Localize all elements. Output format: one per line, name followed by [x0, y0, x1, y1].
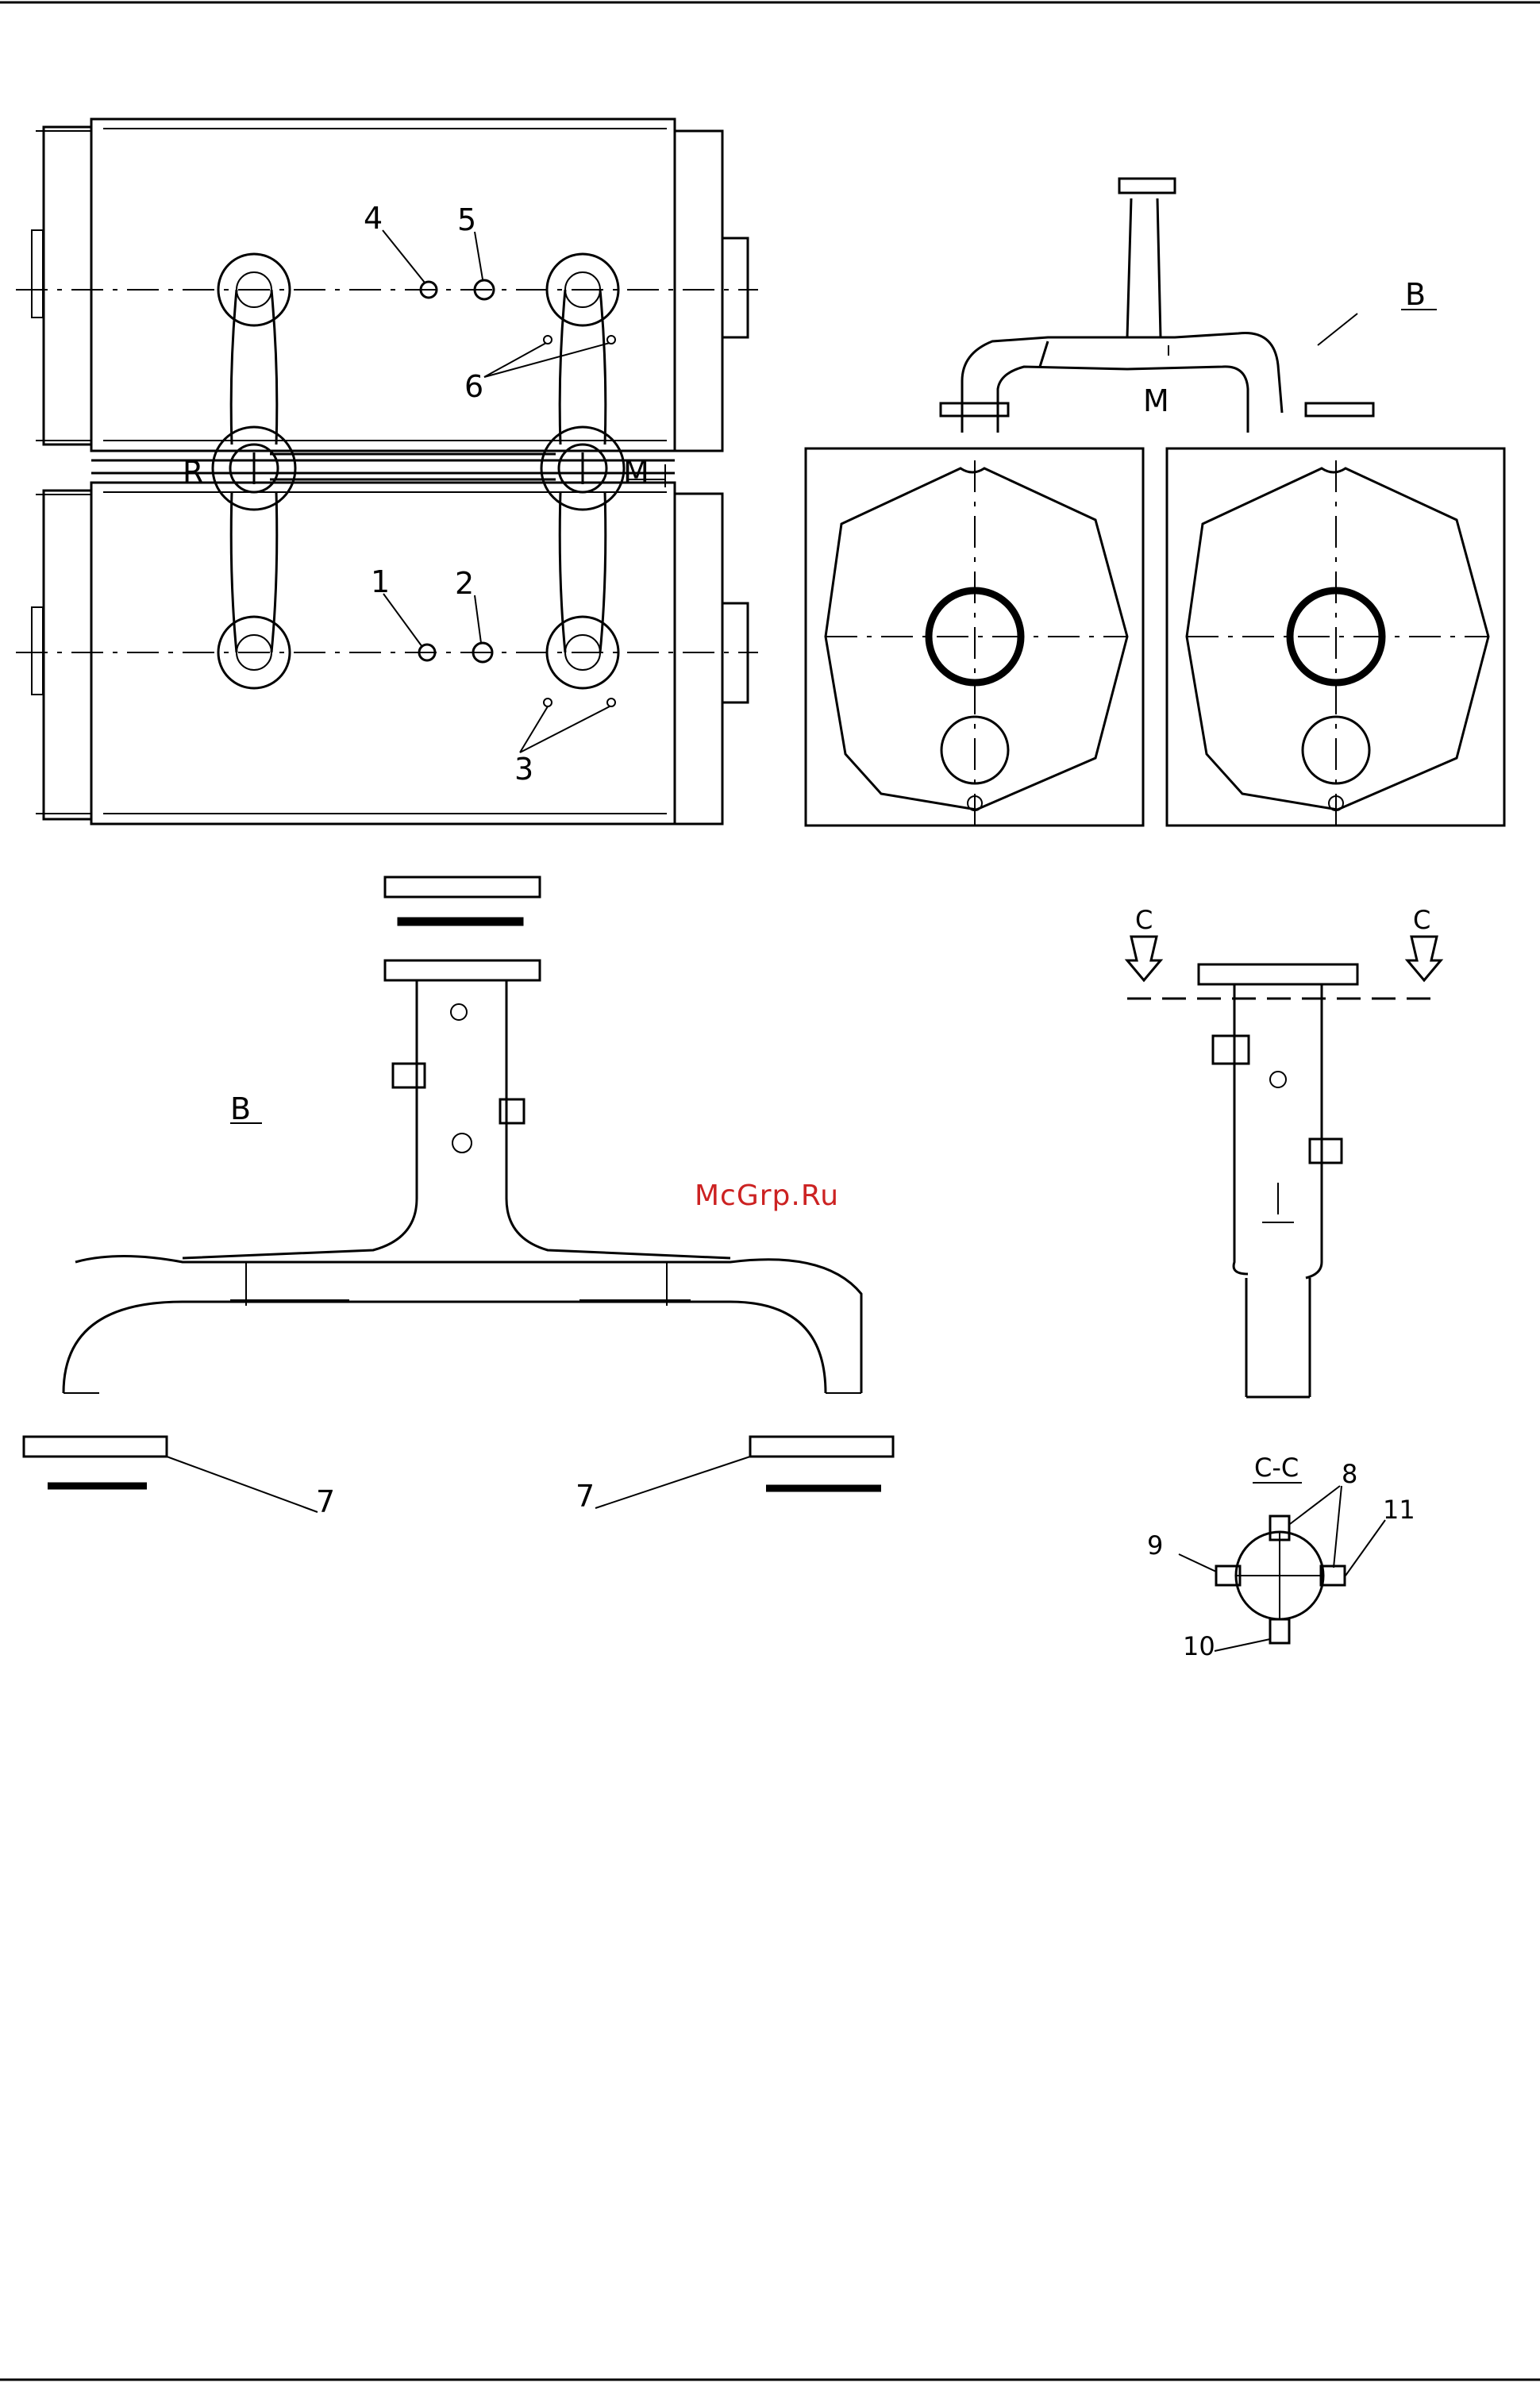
label-B-top: B — [1405, 277, 1426, 312]
callout-10: 10 — [1183, 1631, 1215, 1661]
upper-burner-housing — [675, 131, 722, 451]
boiler-side-view: 4 5 6 1 2 3 R M — [16, 119, 758, 824]
label-M-left: M — [623, 455, 649, 490]
callout-9: 9 — [1147, 1530, 1163, 1561]
lower-door — [44, 491, 91, 819]
boiler-front-view: B M — [806, 179, 1504, 826]
callout-5: 5 — [457, 202, 476, 237]
label-C-right: C — [1413, 905, 1430, 935]
label-R: R — [183, 455, 203, 490]
callout-7-right: 7 — [576, 1479, 595, 1514]
lower-burner-housing — [675, 494, 722, 824]
upper-door — [44, 127, 91, 445]
watermark: McGrp.Ru — [695, 1180, 839, 1212]
callout-11: 11 — [1383, 1495, 1415, 1525]
callout-3: 3 — [514, 752, 533, 787]
section-side-view: C C C-C 8 11 9 10 — [1127, 905, 1441, 1661]
label-B-detail: B — [230, 1091, 251, 1126]
callout-4: 4 — [364, 201, 383, 236]
upper-boiler-body — [91, 119, 675, 451]
callout-7-left: 7 — [316, 1484, 335, 1519]
label-section-CC: C-C — [1254, 1453, 1299, 1483]
callout-6: 6 — [464, 369, 483, 404]
callout-8: 8 — [1342, 1459, 1357, 1489]
callout-1: 1 — [371, 564, 390, 599]
label-C-left: C — [1135, 905, 1153, 935]
callout-2: 2 — [455, 566, 474, 601]
label-M-front: M — [1143, 383, 1169, 418]
